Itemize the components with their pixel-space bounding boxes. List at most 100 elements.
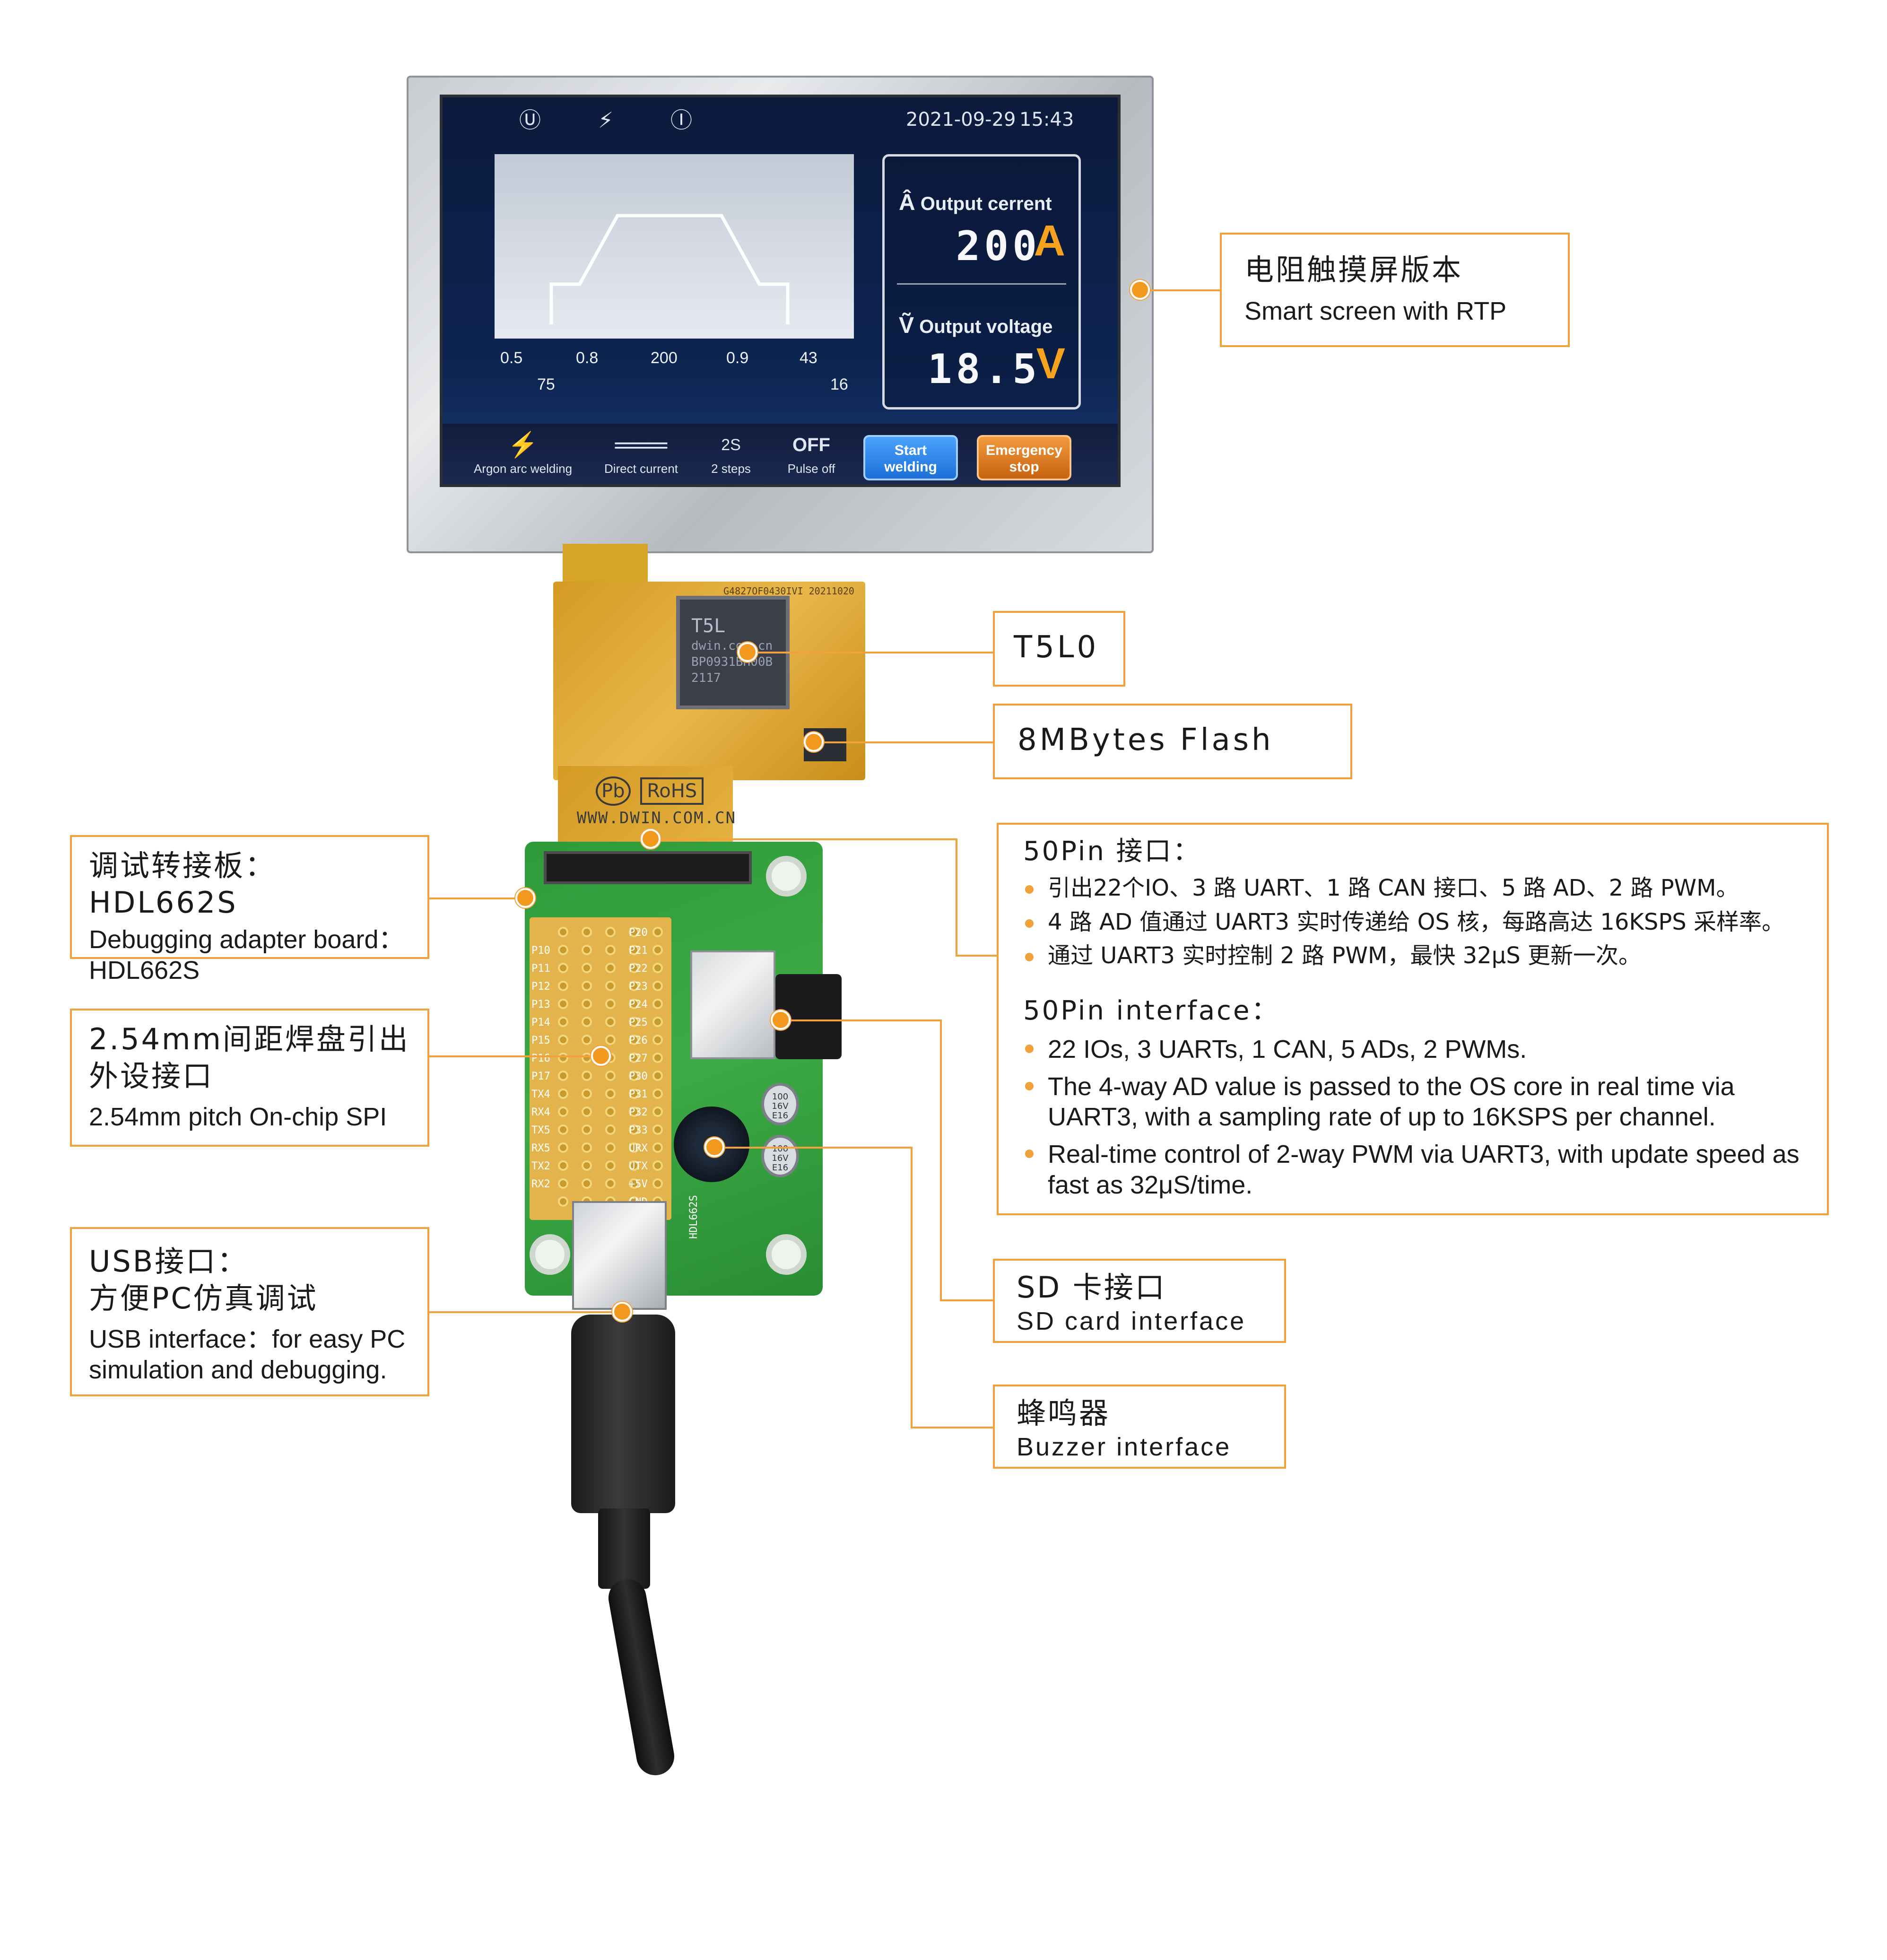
- solder-pad: [582, 1035, 592, 1045]
- lcd-screen: Ⓤ ⚡ Ⓘ 2021-09-29 15:43 0.5 0.8 200 0.9 4…: [440, 95, 1121, 487]
- solder-pad: [629, 927, 639, 937]
- callout-debug-en-1: Debugging adapter board：: [89, 925, 404, 954]
- chip-marking: T5L: [691, 615, 726, 637]
- solder-pad: [558, 999, 568, 1009]
- callout-buzzer-en: Buzzer interface: [1017, 1432, 1232, 1461]
- solder-pad: [652, 1178, 663, 1189]
- steps-icon: 2S: [721, 436, 741, 454]
- website-silk: WWW.DWIN.COM.CN: [577, 809, 737, 828]
- callout-t5l0: T5L0: [993, 611, 1125, 687]
- leader-line: [785, 1019, 942, 1021]
- callout-buzzer: 蜂鸣器 Buzzer interface: [993, 1385, 1286, 1469]
- solder-pad: [629, 1160, 639, 1171]
- output-voltage-label: Ṽ Output voltage: [899, 313, 1053, 338]
- leader-line: [428, 1311, 622, 1313]
- solder-pad: [582, 1017, 592, 1027]
- wire-feed-icon[interactable]: ⚡: [598, 107, 614, 133]
- pin-label: TX4: [531, 1089, 550, 1100]
- solder-pad: [605, 945, 616, 955]
- direct-current-button[interactable]: ═══ Direct current: [589, 428, 693, 476]
- sd-card-slot[interactable]: [690, 950, 775, 1059]
- board-name-silk: HDL662S: [688, 1195, 700, 1239]
- emergency-stop-button[interactable]: Emergency stop: [977, 435, 1071, 480]
- list-item: 通过 UART3 实时控制 2 路 PWM，最快 32μS 更新一次。: [1023, 942, 1802, 970]
- output-voltage-unit: V: [1036, 340, 1065, 388]
- solder-pad: [605, 1106, 616, 1117]
- pulse-off-icon: OFF: [792, 435, 830, 455]
- callout-pitch-zh-2: 外设接口: [89, 1058, 214, 1093]
- current-arc-icon: Â: [899, 190, 915, 215]
- solder-pad: [558, 1160, 568, 1171]
- callout-t5l0-title: T5L0: [1014, 630, 1099, 665]
- pin-label: P27: [629, 1053, 648, 1064]
- solder-pad: [629, 1178, 639, 1189]
- fpc-code: G4827OF0430IVI 20211020: [723, 585, 854, 597]
- wave-label: 200: [651, 349, 678, 367]
- usb-strain-relief: [598, 1508, 650, 1589]
- solder-pad: [582, 1071, 592, 1081]
- solder-pad: [605, 963, 616, 973]
- callout-usb-zh-1: USB接口：: [89, 1244, 249, 1279]
- callout-flash-title: 8MBytes Flash: [1017, 723, 1274, 758]
- solder-pad: [605, 1124, 616, 1135]
- pin-label: P21: [629, 945, 648, 957]
- solder-pad: [629, 1124, 639, 1135]
- pin-label: P11: [531, 963, 550, 975]
- pulse-button[interactable]: OFF Pulse off: [774, 428, 849, 476]
- list-item: The 4-way AD value is passed to the OS c…: [1023, 1071, 1802, 1133]
- leader-line: [818, 741, 993, 743]
- solder-pad: [605, 999, 616, 1009]
- callout-usb-en-1: USB interface：for easy PC: [89, 1325, 406, 1353]
- solder-pad: [582, 1089, 592, 1099]
- pin-label: P31: [629, 1089, 648, 1100]
- solder-pad: [582, 927, 592, 937]
- pin-label: P30: [629, 1071, 648, 1082]
- readout-divider: [897, 283, 1066, 285]
- callout-50pin-en-title: 50Pin interface：: [1023, 995, 1280, 1026]
- pin-label: P10: [531, 945, 550, 957]
- readout-panel: Â Output cerrent 200 A Ṽ Output voltage …: [882, 154, 1081, 409]
- voltage-arc-icon: Ṽ: [899, 313, 914, 338]
- leader-line: [911, 1427, 994, 1429]
- solder-pad: [629, 1017, 639, 1027]
- mounting-hole: [530, 1234, 570, 1275]
- voltage-icon[interactable]: Ⓤ: [519, 107, 541, 133]
- pin-label: P26: [629, 1035, 648, 1046]
- pin-label: P14: [531, 1017, 550, 1028]
- wave-label: 16: [830, 375, 848, 393]
- pin-label: P12: [531, 981, 550, 993]
- output-voltage-value: 18.5: [927, 346, 1041, 393]
- solder-pad: [558, 1178, 568, 1189]
- solder-pad: [582, 1160, 592, 1171]
- waveform-panel: [495, 154, 854, 339]
- callout-dot: [515, 888, 535, 908]
- steps-button[interactable]: 2S 2 steps: [698, 428, 764, 476]
- chip-marking: dwin.com.cn: [691, 639, 773, 653]
- callout-50pin: 50Pin 接口： 引出22个IO、3 路 UART、1 路 CAN 接口、5 …: [997, 823, 1829, 1215]
- usb-a-port[interactable]: [572, 1201, 667, 1310]
- solder-pad: [652, 981, 663, 991]
- solder-pad: [652, 1071, 663, 1081]
- solder-pad: [558, 1124, 568, 1135]
- solder-pad: [558, 963, 568, 973]
- pin-label: P33: [629, 1124, 648, 1136]
- callout-dot: [641, 829, 661, 849]
- argon-arc-button[interactable]: ⚡ Argon arc welding: [466, 428, 580, 476]
- solder-pad: [582, 1178, 592, 1189]
- pin-label: UTX: [629, 1160, 648, 1172]
- leader-line: [940, 1299, 994, 1301]
- start-welding-button[interactable]: Start welding: [863, 435, 958, 480]
- solder-pad: [582, 999, 592, 1009]
- current-icon[interactable]: Ⓘ: [670, 107, 692, 133]
- pin-label: P13: [531, 999, 550, 1010]
- solder-pad: [652, 1017, 663, 1027]
- solder-pad: [582, 1142, 592, 1153]
- waveform-curve: [549, 214, 790, 324]
- callout-dot: [804, 732, 824, 752]
- fpc-connector-50pin: [544, 851, 752, 884]
- usb-plug: [571, 1315, 675, 1513]
- solder-pad: [652, 963, 663, 973]
- pin-label: +5V: [629, 1178, 648, 1190]
- solder-pad: [652, 927, 663, 937]
